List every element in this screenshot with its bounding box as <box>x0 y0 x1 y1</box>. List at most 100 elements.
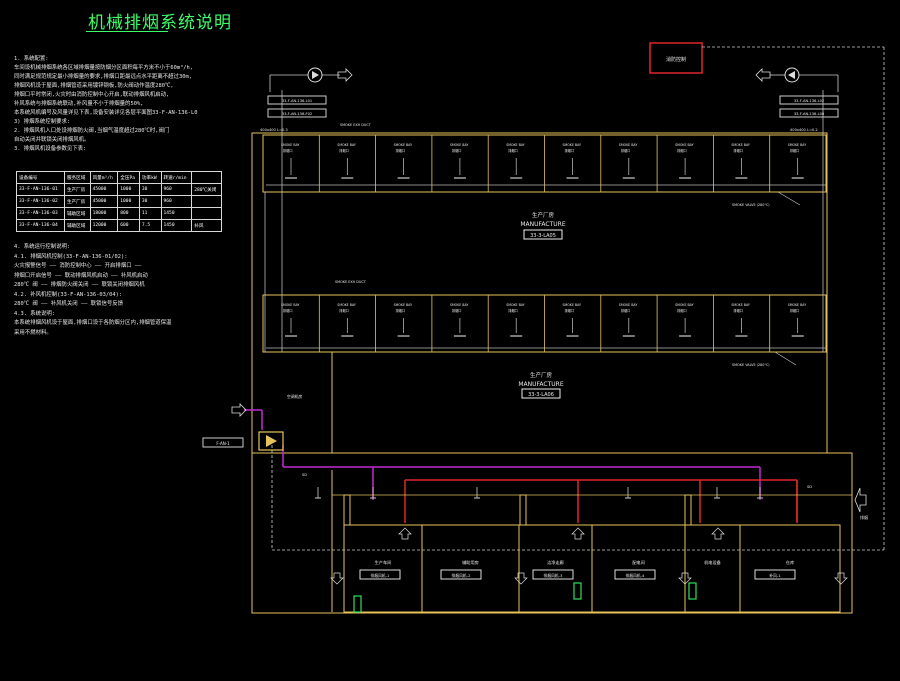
side-exhaust-arrow-icon <box>854 487 867 513</box>
bay-sublabel: 排烟口 <box>283 308 293 313</box>
bay-label: SMOKE BAY <box>394 303 413 307</box>
down-arrow-icon <box>514 572 528 585</box>
room-tag-box <box>359 569 401 580</box>
supply-fan-tag <box>202 437 244 448</box>
bay-label: SMOKE BAY <box>619 143 638 147</box>
bay-label: SMOKE BAY <box>731 143 750 147</box>
bay-sublabel: 排烟口 <box>677 148 687 153</box>
notes1-line: 同时满足规范规定最小排烟量的要求,排烟口距最远点水平距离不超过30m, <box>14 74 192 80</box>
bay-sublabel: 排烟口 <box>733 308 743 313</box>
fan-icon-arrow <box>312 71 319 79</box>
zone1-code: 33-3-LA05 <box>530 233 556 239</box>
zone1-tag <box>523 229 563 240</box>
notes1-line: 自动关闭并联锁关闭排烟风机。 <box>14 137 90 143</box>
notes1-line: 排烟风机设于屋面,排烟管道采用镀锌钢板,防火阀动作温度280℃, <box>14 83 174 89</box>
room-tag-box <box>754 569 796 580</box>
supply-fan-label: F-AN-1 <box>216 441 230 446</box>
fan-tag-box <box>779 95 839 105</box>
notes2-line: 4.2. 补风机控制(33-F-AN-136-03/04): <box>14 291 123 298</box>
title-underline <box>86 31 168 32</box>
bay-sublabel: 排烟口 <box>790 308 800 313</box>
notes2-line: 280℃ 阀 —— 排烟防火阀关闭 —— 联锁关闭排烟风机 <box>14 282 145 288</box>
table-cell: 33-F-AN-136-04 <box>16 219 65 232</box>
notes2-line: 本系统排烟风机设于屋面,排烟口设于各防烟分区内,排烟管道保温 <box>14 320 172 326</box>
bay-sublabel: 排烟口 <box>452 148 462 153</box>
bay-label: SMOKE BAY <box>281 303 300 307</box>
drawing-title: 机械排烟系统说明 <box>88 13 232 33</box>
bay-label: SMOKE BAY <box>450 143 469 147</box>
bay-sublabel: 排烟口 <box>677 308 687 313</box>
bay-sublabel: 排烟口 <box>508 148 518 153</box>
supply-fan-icon <box>266 435 277 447</box>
bay-label: SMOKE BAY <box>337 143 356 147</box>
table-cell: 12000 <box>89 219 119 232</box>
bay-sublabel: 排烟口 <box>396 308 406 313</box>
notes2-line: 采用不燃材料。 <box>14 329 52 336</box>
side-label: 排烟 <box>860 514 868 520</box>
bay-sublabel: 排烟口 <box>508 308 518 313</box>
bay-sublabel: 排烟口 <box>733 148 743 153</box>
supply-fan-box <box>258 431 284 451</box>
bay-sublabel: 排烟口 <box>565 308 575 313</box>
zone2-en: MANUFACTURE <box>518 381 563 388</box>
notes1-line: 补风系统与排烟系统联动,补风量不小于排烟量的50%, <box>14 101 144 107</box>
room-tag: 补风-1 <box>769 573 781 578</box>
notes2-line: 火灾报警信号 —— 消防控制中心 —— 开启排烟口 —— <box>14 263 142 269</box>
zone2-code: 33-3-LA06 <box>528 392 554 398</box>
fire-control-box <box>649 42 703 74</box>
dim-note: 400x400 L=0.2 <box>790 128 818 132</box>
green-exit-sign-icon <box>573 582 582 600</box>
room-label: 空调机房 <box>287 394 302 399</box>
damper-note: SMOKE VALVE (280℃) <box>732 203 770 207</box>
up-arrow-icon <box>398 527 412 540</box>
exhaust-arrow-icon <box>755 68 771 82</box>
room-name: 生产车间 <box>375 559 392 566</box>
building-wall-upper <box>251 132 828 454</box>
notes2-line: 4.1. 排烟风机控制(33-F-AN-136-01/02): <box>14 253 128 260</box>
bay-sublabel: 排烟口 <box>339 308 349 313</box>
notes1-line: 3) 排烟系统控制要求: <box>14 119 71 125</box>
bay-label: SMOKE BAY <box>563 303 582 307</box>
notes1-line: 本系统风机编号及风量详见下表,设备安装详见各层平面图33-F-AN-136-L0 <box>14 110 198 116</box>
zone1-en: MANUFACTURE <box>520 221 565 228</box>
room-tag-box <box>614 569 656 580</box>
room-1 <box>343 524 423 613</box>
zone2-label: 生产厂房 <box>530 371 553 379</box>
room-tag: 排烟风机-1 <box>371 573 391 578</box>
bay-sublabel: 排烟口 <box>621 308 631 313</box>
bay-sublabel: 排烟口 <box>790 148 800 153</box>
column <box>519 494 527 526</box>
notes2-line: 4.3. 系统说明: <box>14 310 56 317</box>
bay-label: SMOKE BAY <box>563 143 582 147</box>
bay-label: SMOKE BAY <box>675 143 694 147</box>
fire-control-label: 消防控制 <box>666 56 686 63</box>
bay-label: SMOKE BAY <box>506 303 525 307</box>
room-tag-box <box>532 569 574 580</box>
room-name: 仓库 <box>786 559 794 566</box>
leader <box>777 191 801 206</box>
leader <box>774 351 797 366</box>
room-4 <box>591 524 686 613</box>
up-arrow-icon <box>571 527 585 540</box>
building-wall-lower <box>251 452 853 614</box>
notes2-line: 排烟口开启信号 —— 联动排烟风机启动 —— 补风机启动 <box>14 272 148 279</box>
bay-label: SMOKE BAY <box>675 303 694 307</box>
supply-arrow-icon <box>231 403 247 417</box>
bay-label: SMOKE BAY <box>337 303 356 307</box>
up-arrow-icon <box>711 527 725 540</box>
fan-icon-arrow <box>788 71 795 79</box>
table-cell: 补风 <box>191 219 222 232</box>
notes1-line: 2. 排烟风机入口处设排烟防火阀,当烟气温度超过280℃时,阀门 <box>14 128 170 134</box>
notes2-line: 4. 系统运行控制说明: <box>14 244 71 250</box>
table-cell: 辅助区域 <box>63 219 91 232</box>
green-exit-sign-icon <box>688 582 697 600</box>
room-name: 洁净走廊 <box>547 559 564 566</box>
notes1-line: 1. 系统配置: <box>14 56 49 62</box>
room-tag-box <box>440 569 482 580</box>
exhaust-arrow-icon <box>337 68 353 82</box>
